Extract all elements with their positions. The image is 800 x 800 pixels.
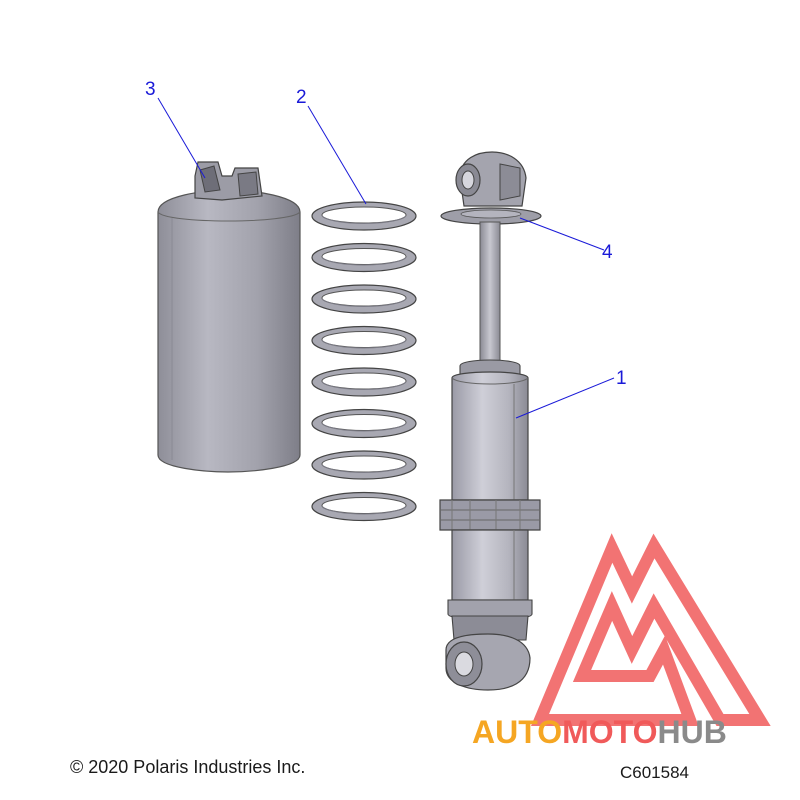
- leader-line-1: [515, 377, 615, 419]
- spring-coil: [311, 450, 417, 480]
- spring-coil: [311, 367, 417, 397]
- spring-coil: [311, 325, 417, 356]
- callout-number-4: 4: [602, 242, 613, 263]
- part-2-spring: [311, 201, 417, 522]
- callout-number-2: 2: [296, 87, 307, 108]
- leader-line-4: [519, 217, 605, 251]
- spring-coil: [311, 491, 417, 522]
- spring-coil: [311, 201, 417, 231]
- watermark-wordmark: AUTOMOTOHUB: [472, 716, 727, 748]
- diagram-code: C601584: [620, 763, 690, 782]
- spring-coil: [311, 408, 417, 439]
- wordmark-moto: MOTO: [562, 714, 658, 750]
- watermark-logo: [530, 533, 771, 726]
- copyright-text: © 2020 Polaris Industries Inc.: [70, 757, 306, 777]
- part-3-cover: [157, 161, 301, 473]
- spring-coil: [311, 242, 417, 273]
- spring-coil: [311, 284, 417, 314]
- callout-number-1: 1: [616, 368, 627, 389]
- part-1-shock-absorber: [439, 151, 542, 691]
- leader-lines: [157, 97, 615, 419]
- leader-line-2: [307, 105, 367, 205]
- part-4-spring-seat: [440, 207, 542, 225]
- callout-number-3: 3: [145, 79, 156, 100]
- wordmark-hub: HUB: [657, 714, 727, 750]
- wordmark-auto: AUTO: [472, 714, 563, 750]
- leader-line-3: [157, 97, 206, 179]
